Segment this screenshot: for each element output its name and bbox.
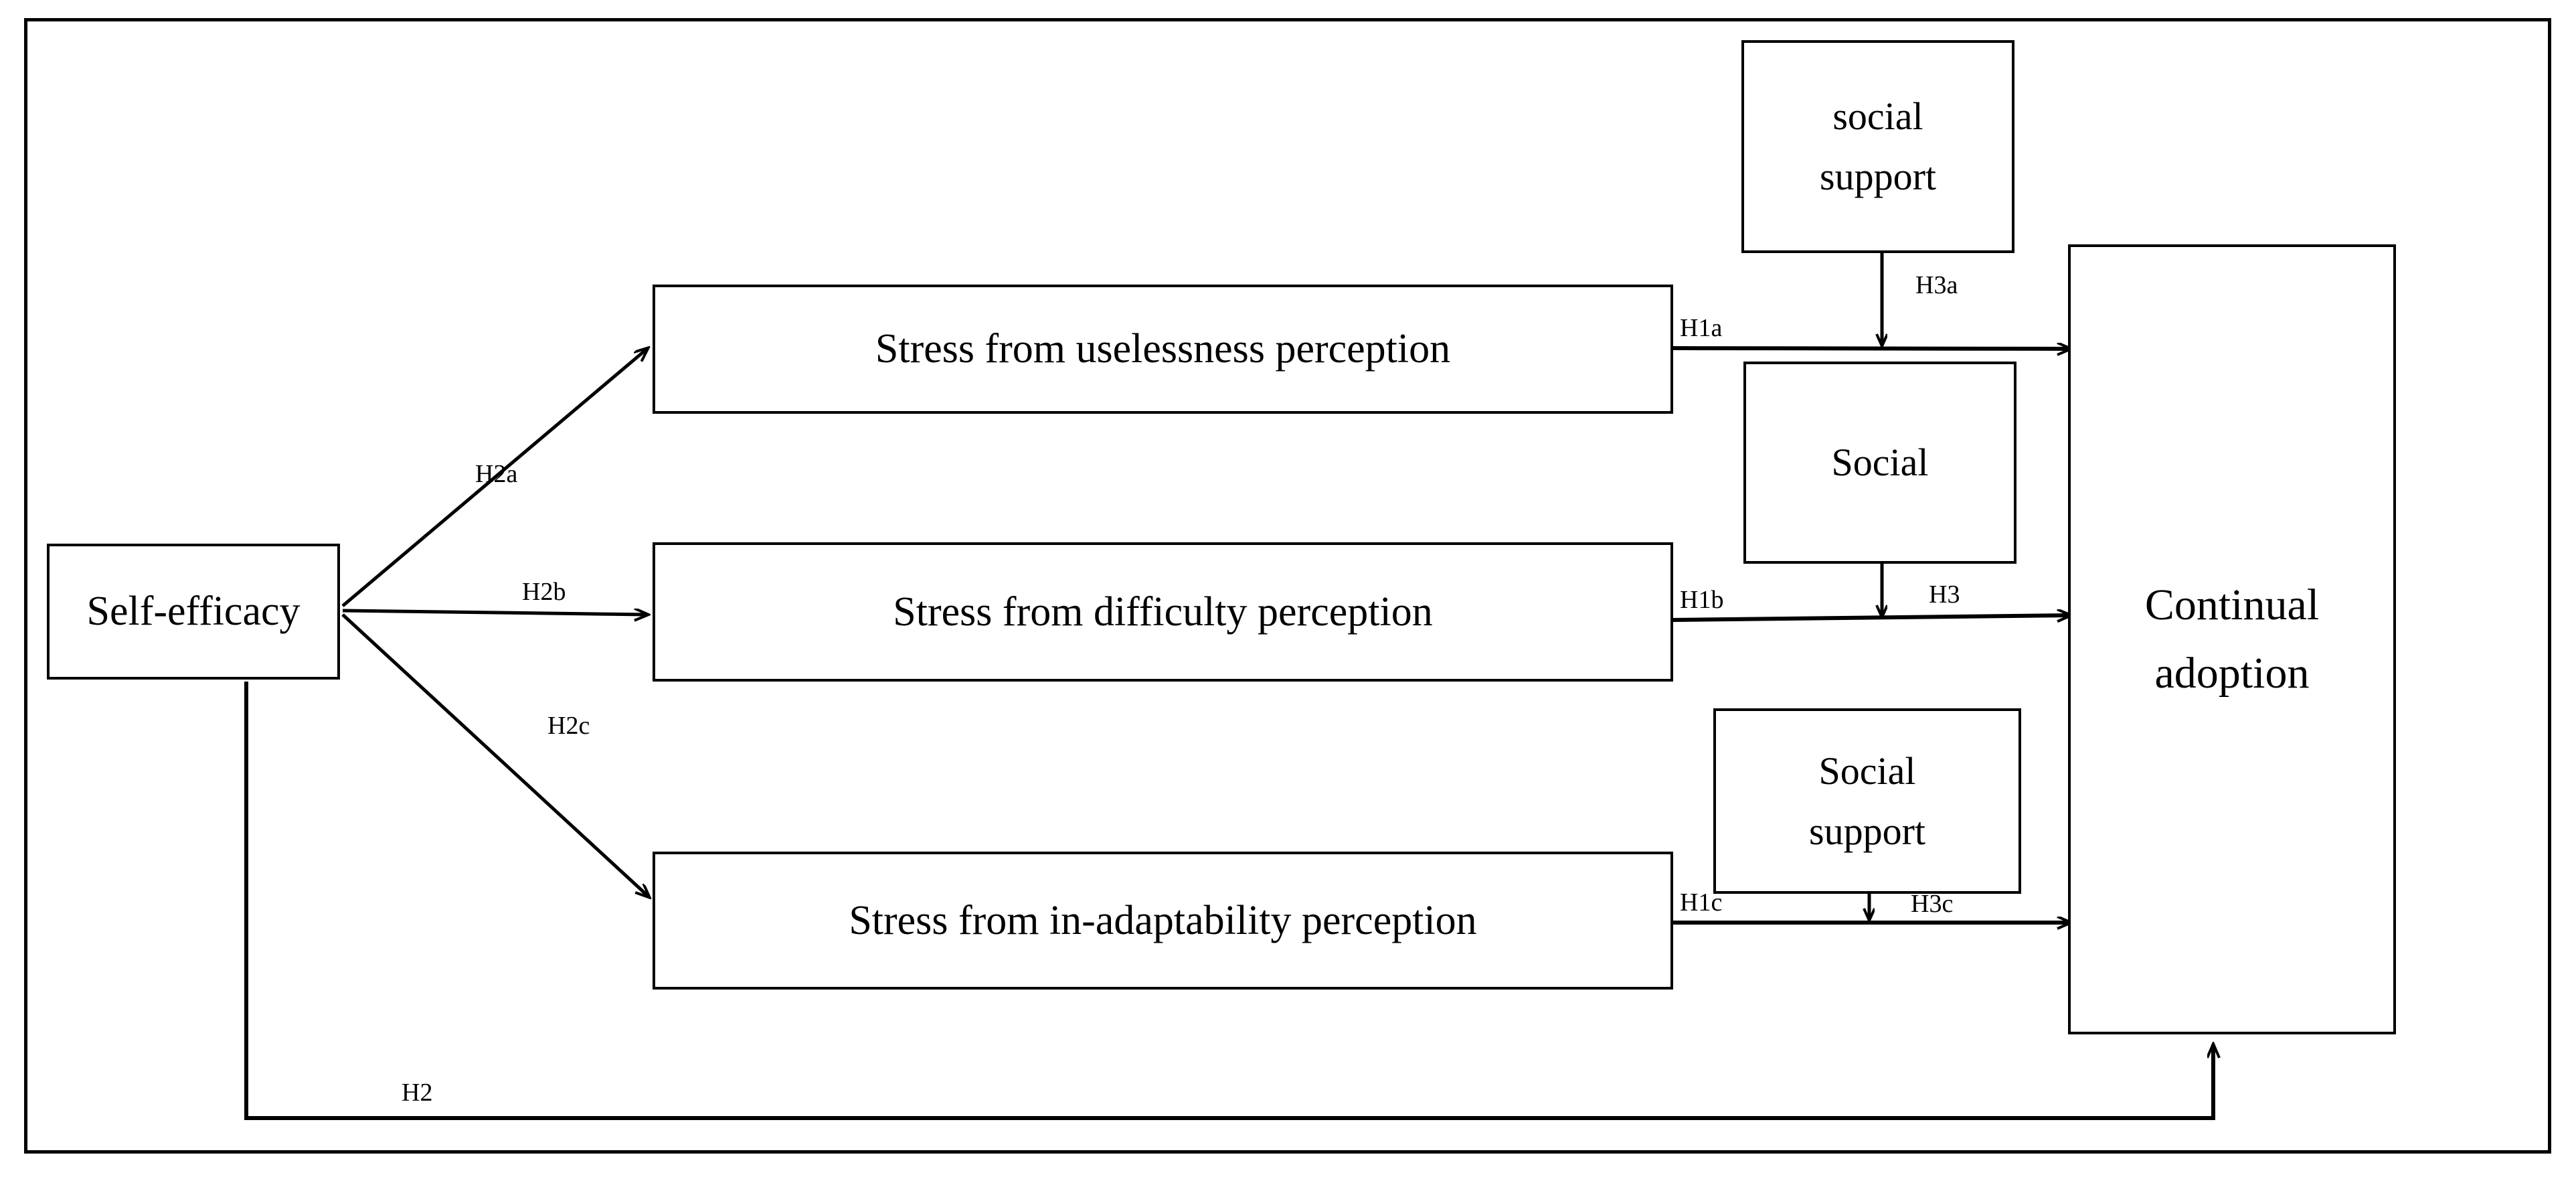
node-self-efficacy-label: Self-efficacy bbox=[86, 588, 300, 635]
node-stress-difficulty-label: Stress from difficulty perception bbox=[893, 588, 1433, 635]
node-social-middle[interactable]: Social bbox=[1743, 362, 2016, 564]
node-social-support-top-line1: social bbox=[1832, 94, 1923, 139]
edge-label-h1a: H1a bbox=[1680, 314, 1723, 342]
node-stress-useless-label: Stress from uselessness perception bbox=[875, 326, 1451, 372]
edge-h1b-line bbox=[1672, 615, 2071, 620]
node-social-support-top[interactable]: social support bbox=[1741, 40, 2014, 253]
node-social-support-bottom-line2: support bbox=[1809, 809, 1925, 853]
edge-h2a-line bbox=[341, 348, 648, 607]
node-social-support-bottom[interactable]: Social support bbox=[1713, 708, 2021, 894]
edge-label-h3a: H3a bbox=[1915, 271, 1958, 299]
edge-label-h2b: H2b bbox=[522, 578, 566, 606]
edge-label-h1b: H1b bbox=[1680, 586, 1724, 614]
node-social-middle-label: Social bbox=[1831, 441, 1929, 485]
node-stress-from-uselessness-perception[interactable]: Stress from uselessness perception bbox=[653, 285, 1673, 414]
node-continual-adoption[interactable]: Continual adoption bbox=[2068, 244, 2396, 1034]
node-social-support-top-line2: support bbox=[1820, 155, 1936, 198]
node-self-efficacy[interactable]: Self-efficacy bbox=[47, 544, 340, 680]
edge-label-h2a: H2a bbox=[475, 460, 518, 488]
edge-label-h3: H3 bbox=[1929, 580, 1960, 609]
edge-label-h3c: H3c bbox=[1911, 890, 1954, 918]
node-continual-adoption-line2: adoption bbox=[2154, 649, 2310, 698]
edge-label-h2: H2 bbox=[402, 1079, 433, 1107]
edge-h1a-line bbox=[1672, 348, 2071, 349]
node-stress-from-in-adaptability-perception[interactable]: Stress from in-adaptability perception bbox=[653, 852, 1673, 990]
diagram-outer-frame bbox=[24, 18, 2551, 1154]
node-stress-inadapt-label: Stress from in-adaptability perception bbox=[849, 897, 1477, 943]
node-social-support-top-label: social support bbox=[1744, 86, 2012, 207]
node-continual-adoption-line1: Continual bbox=[2144, 580, 2320, 629]
node-social-support-bottom-label: Social support bbox=[1716, 741, 2019, 862]
edge-label-h1c: H1c bbox=[1680, 888, 1723, 917]
node-stress-from-difficulty-perception[interactable]: Stress from difficulty perception bbox=[653, 542, 1673, 682]
node-social-support-bottom-line1: Social bbox=[1818, 749, 1916, 793]
edge-h2-line bbox=[244, 682, 2213, 1120]
edge-h2c-line bbox=[341, 613, 649, 897]
edge-h2b-line bbox=[342, 611, 648, 615]
node-continual-adoption-label: Continual adoption bbox=[2071, 571, 2393, 708]
edge-label-h2c: H2c bbox=[547, 712, 590, 740]
